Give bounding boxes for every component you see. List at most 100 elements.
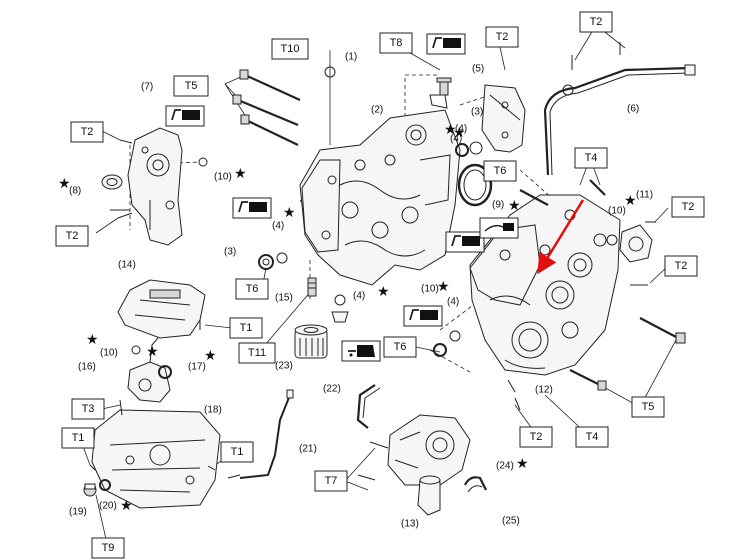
baffle-plate [117,279,206,339]
part-number: (4) [447,297,459,308]
oil-can-icon [341,340,381,362]
svg-text:★: ★ [453,125,466,141]
part-number: (17) [188,362,206,373]
torque-label: T1 [231,446,244,458]
part-number: (19) [69,507,87,518]
part-number: (18) [204,405,222,416]
non-reusable-part-star-icon: ★ ★ ★ ★ ★ ★ ★ ★ ★ ★ ★ ★ ★ ★ [58,122,637,514]
small-hardware [131,66,618,379]
part-number: (2) [371,105,383,116]
part-number: (15) [275,293,293,304]
torque-label: T4 [585,152,598,164]
torque-label: T2 [682,201,695,213]
torque-label: T6 [494,165,507,177]
torque-label: T4 [586,431,599,443]
svg-text:★: ★ [146,344,159,360]
torque-label: T5 [642,401,655,413]
svg-text:★: ★ [444,122,457,138]
gasket-plate [619,224,653,263]
svg-text:★: ★ [283,205,296,221]
torque-labels: T10 T8 T2 T2 T5 T2 T2 T4 T2 T2 T6 T6 T1 … [55,11,705,559]
cylinder-block-left [299,109,461,286]
torque-label: T1 [240,322,253,334]
liquid-gasket-tube-icon [445,231,485,253]
sealant-bead-icon [479,217,519,239]
part-number: (10) [100,348,118,359]
torque-label: T7 [325,475,338,487]
part-number: (4) [455,124,467,135]
part-number: (3) [471,107,483,118]
svg-text:★: ★ [377,284,390,300]
drain-plug-washer [99,479,111,491]
torque-label: T3 [82,403,95,415]
drain-plug [83,483,97,497]
torque-label: T2 [496,31,509,43]
torque-label: T10 [281,43,300,55]
svg-text:★: ★ [58,176,71,192]
part-number: (7) [141,82,153,93]
part-number: (4) [450,134,462,145]
torque-label: T8 [390,37,403,49]
svg-text:★: ★ [234,166,247,182]
torque-label: T2 [590,16,603,28]
part-number: (20) [99,501,117,512]
hose-fitting [417,475,441,516]
part-number: (16) [78,362,96,373]
svg-text:★: ★ [508,198,521,214]
svg-text:★: ★ [204,348,217,364]
liquid-gasket-tube-icon [165,105,205,127]
svg-text:★: ★ [86,332,99,348]
liquid-gasket-tube-icon [426,33,466,55]
part-number: (8) [69,186,81,197]
part-number: (12) [535,385,553,396]
torque-label: T6 [246,283,259,295]
torque-label: T2 [81,126,94,138]
torque-label: T1 [72,432,85,444]
torque-label: T2 [675,260,688,272]
part-number: (6) [627,104,639,115]
svg-text:★: ★ [624,193,637,209]
part-number: (10) [421,284,439,295]
part-number: (21) [299,444,317,455]
oil-seal [101,174,123,190]
oil-pan [91,409,221,509]
o-ring-large [457,163,493,207]
water-pump [387,414,471,486]
part-number: (23) [275,361,293,372]
part-number: (4) [272,221,284,232]
oil-level-gauge-guide [227,389,294,479]
oil-pump [127,127,183,246]
torque-label: T9 [102,542,115,554]
cylinder-block-right [469,194,621,376]
part-number: (1) [345,52,357,63]
svg-text:★: ★ [120,498,133,514]
part-number: (14) [118,260,136,271]
part-number: (9) [492,200,504,211]
part-number: (11) [636,190,653,201]
liquid-gasket-tube-icon [403,305,443,327]
torque-label: T2 [66,230,79,242]
torque-label: T2 [530,431,543,443]
hose-elbow [464,476,487,493]
part-number: (25) [502,516,520,527]
part-number: (13) [401,519,419,530]
part-number: (3) [224,247,236,258]
svg-text:★: ★ [437,279,450,295]
part-number: (22) [323,384,341,395]
part-number: (24) [496,461,514,472]
bolts [89,42,686,481]
part-number: (5) [472,64,484,75]
torque-label: T5 [185,80,198,92]
oil-filter-connector [307,277,317,297]
cover-plate [481,84,526,153]
part-number: (10) [608,206,626,217]
small-pipe [356,384,381,429]
part-number: (4) [353,291,365,302]
water-pipe [543,64,696,176]
part-numbers: (1) (2) (3) (4) (5) (6) (7) (8) (9) (10)… [69,52,653,530]
svg-text:★: ★ [516,456,529,472]
oil-filter [294,324,328,359]
part-number: (10) [214,172,232,183]
torque-label: T11 [248,347,266,359]
